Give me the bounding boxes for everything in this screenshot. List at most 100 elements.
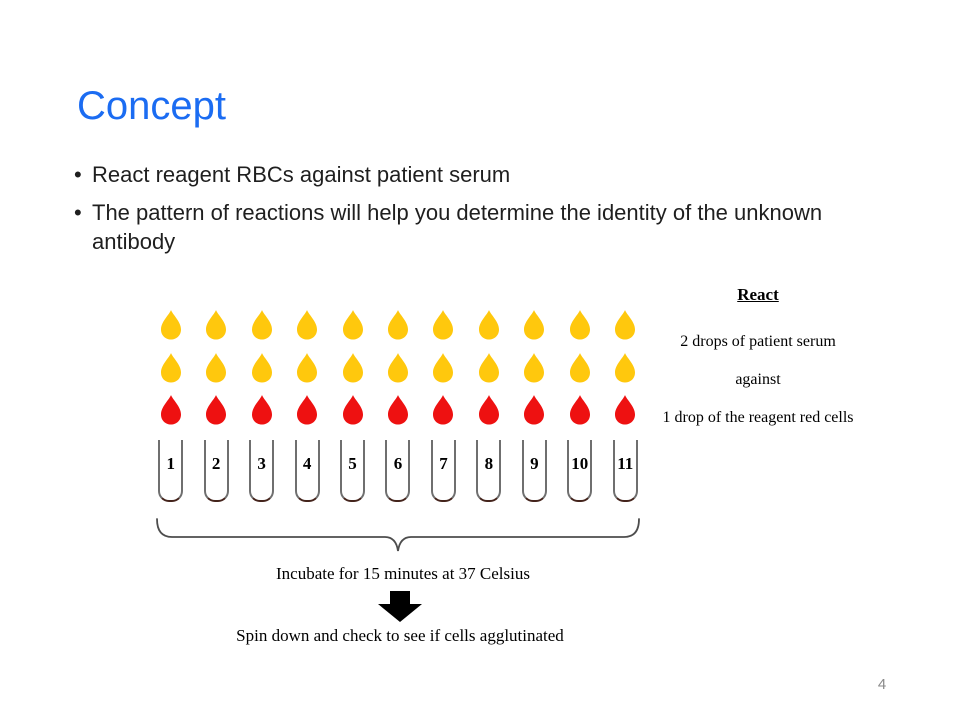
bullet-list: • React reagent RBCs against patient ser… [74, 160, 844, 265]
drop-cell [193, 395, 238, 425]
drop-cell [239, 395, 284, 425]
tube-number: 4 [302, 454, 312, 473]
horizontal-brace [150, 516, 646, 559]
tube-number: 10 [571, 454, 589, 473]
bullet-text: The pattern of reactions will help you d… [92, 200, 823, 254]
serum-drop-icon [615, 310, 636, 340]
tube-cell: 9 [512, 440, 557, 502]
drop-cell [557, 395, 602, 425]
tube-number: 1 [166, 454, 175, 473]
tube-cell: 11 [603, 440, 648, 502]
red-cell-drop-icon [478, 395, 499, 425]
serum-drop-icon [569, 353, 590, 383]
tube-number: 6 [393, 454, 403, 473]
red-cell-drop-icon [387, 395, 408, 425]
bullet-item: • The pattern of reactions will help you… [74, 198, 844, 256]
drop-cell [512, 310, 557, 340]
tube-number: 7 [439, 454, 448, 473]
tube-number: 8 [484, 454, 494, 473]
side-note-line: 2 drops of patient serum [680, 333, 836, 350]
bullet-marker: • [74, 162, 82, 187]
red-cell-drop-icon [524, 395, 545, 425]
tube-cell: 2 [193, 440, 238, 502]
drop-cell [148, 310, 193, 340]
drop-cell [603, 395, 648, 425]
test-tube: 11 [612, 440, 638, 502]
test-tube: 7 [430, 440, 456, 502]
incubate-caption: Incubate for 15 minutes at 37 Celsius [275, 564, 530, 583]
bullet-item: • React reagent RBCs against patient ser… [74, 160, 844, 189]
drop-cell [330, 353, 375, 383]
red-cell-drop-icon [251, 395, 272, 425]
tube-cell: 7 [421, 440, 466, 502]
test-tube: 10 [567, 440, 593, 502]
serum-drop-icon [569, 310, 590, 340]
serum-drop-icon [251, 353, 272, 383]
tube-row: 1 2 3 4 5 6 7 8 9 10 11 [148, 440, 648, 502]
drop-cell [466, 353, 511, 383]
tube-number: 2 [211, 454, 221, 473]
drop-cell [375, 353, 420, 383]
test-tube: 9 [521, 440, 547, 502]
drop-cell [466, 395, 511, 425]
red-cell-drop-icon [206, 395, 227, 425]
drop-cell [421, 310, 466, 340]
serum-drop-icon [524, 353, 545, 383]
down-arrow-icon [377, 591, 423, 622]
serum-drop-icon [478, 310, 499, 340]
bullet-text: React reagent RBCs against patient serum [92, 162, 511, 187]
side-note-line: against [735, 371, 781, 388]
drop-cell [284, 310, 329, 340]
drop-cell [148, 353, 193, 383]
serum-drop-icon [387, 353, 408, 383]
drop-cell [603, 353, 648, 383]
drop-cell [330, 310, 375, 340]
drop-cell [557, 310, 602, 340]
drop-cell [193, 310, 238, 340]
drop-cell [512, 353, 557, 383]
drop-cell [603, 310, 648, 340]
tube-number: 9 [530, 454, 539, 473]
drop-cell [466, 310, 511, 340]
drop-cell [193, 353, 238, 383]
serum-drop-icon [206, 353, 227, 383]
drop-cell [375, 395, 420, 425]
drop-cell [557, 353, 602, 383]
spin-caption: Spin down and check to see if cells aggl… [236, 626, 564, 645]
serum-drop-icon [387, 310, 408, 340]
drop-cell [421, 395, 466, 425]
red-cell-drop-icon [615, 395, 636, 425]
drop-cell [421, 353, 466, 383]
serum-drop-row-2 [148, 353, 648, 383]
tube-number: 5 [348, 454, 357, 473]
tube-cell: 3 [239, 440, 284, 502]
red-cell-drop-icon [433, 395, 454, 425]
serum-drop-icon [524, 310, 545, 340]
serum-drop-icon [297, 310, 318, 340]
serum-drop-icon [342, 310, 363, 340]
red-cell-drop-icon [297, 395, 318, 425]
drop-cell [512, 395, 557, 425]
serum-drop-icon [297, 353, 318, 383]
side-note-heading: React [737, 285, 779, 304]
drop-cell [239, 310, 284, 340]
side-note-line: 1 drop of the reagent red cells [662, 409, 854, 426]
tube-cell: 5 [330, 440, 375, 502]
serum-drop-icon [478, 353, 499, 383]
serum-drop-icon [160, 353, 181, 383]
serum-drop-icon [433, 353, 454, 383]
brace-icon [156, 518, 640, 552]
serum-drop-row-1 [148, 310, 648, 340]
tube-number: 3 [257, 454, 266, 473]
tube-cell: 8 [466, 440, 511, 502]
serum-drop-icon [206, 310, 227, 340]
drop-cell [330, 395, 375, 425]
tube-number: 11 [617, 454, 634, 473]
serum-drop-icon [615, 353, 636, 383]
tube-cell: 6 [375, 440, 420, 502]
red-cell-drop-icon [569, 395, 590, 425]
drop-cell [239, 353, 284, 383]
test-tube: 4 [294, 440, 320, 502]
serum-drop-icon [251, 310, 272, 340]
drop-cell [284, 395, 329, 425]
